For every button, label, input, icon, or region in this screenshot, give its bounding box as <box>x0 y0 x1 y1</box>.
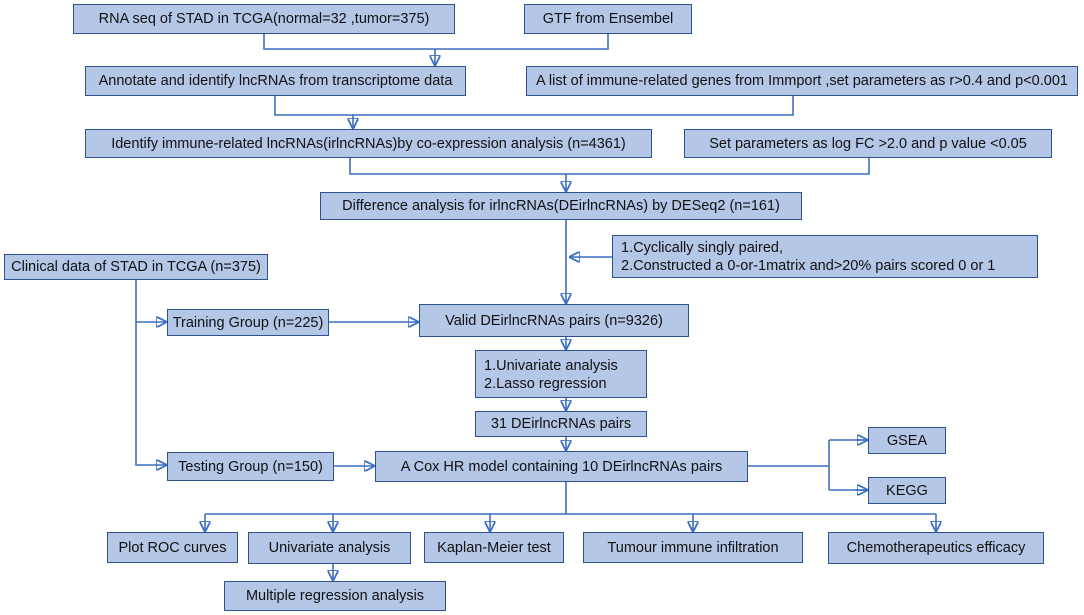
node-chemo: Chemotherapeutics efficacy <box>828 532 1044 564</box>
node-clinical: Clinical data of STAD in TCGA (n=375) <box>4 254 268 280</box>
node-univariate-lasso: 1.Univariate analysis 2.Lasso regression <box>475 350 647 398</box>
connector-clinical-trunk <box>135 278 166 465</box>
node-roc: Plot ROC curves <box>107 532 238 563</box>
node-rna-seq: RNA seq of STAD in TCGA(normal=32 ,tumor… <box>73 4 455 34</box>
node-set-params: Set parameters as log FC >2.0 and p valu… <box>684 129 1052 158</box>
node-immune-genes: A list of immune-related genes from Immp… <box>526 66 1078 96</box>
pairing-line-1: 1.Cyclically singly paired, <box>621 240 783 256</box>
univariate-lasso-line-2: 2.Lasso regression <box>484 376 607 392</box>
connector-annotate-merge <box>274 96 794 116</box>
connector-cox-to-enrichment <box>748 439 864 491</box>
node-gtf: GTF from Ensembel <box>524 4 692 34</box>
node-gsea: GSEA <box>868 427 946 454</box>
node-valid-pairs: Valid DEirlncRNAs pairs (n=9326) <box>419 304 689 337</box>
connector-inputs-to-annotate <box>263 33 609 65</box>
node-univariate: Univariate analysis <box>248 532 411 564</box>
node-cox: A Cox HR model containing 10 DEirlncRNAs… <box>375 451 748 482</box>
node-difference: Difference analysis for irlncRNAs(DEirln… <box>320 192 802 220</box>
node-pairing: 1.Cyclically singly paired, 2.Constructe… <box>612 235 1038 278</box>
node-annotate: Annotate and identify lncRNAs from trans… <box>85 66 466 96</box>
node-tumour: Tumour immune infiltration <box>583 532 803 563</box>
node-multiple: Multiple regression analysis <box>224 581 446 611</box>
node-kegg: KEGG <box>868 477 946 504</box>
node-identify-irlnc: Identify immune-related lncRNAs(irlncRNA… <box>85 129 652 158</box>
node-pairs31: 31 DEirlncRNAs pairs <box>475 411 647 437</box>
node-training: Training Group (n=225) <box>167 309 329 336</box>
connector-cox-to-outputs <box>205 481 936 515</box>
node-testing: Testing Group (n=150) <box>167 452 334 481</box>
pairing-line-2: 2.Constructed a 0-or-1matrix and>20% pai… <box>621 258 996 274</box>
node-km: Kaplan-Meier test <box>424 532 564 563</box>
connector-identify-merge <box>349 157 870 175</box>
univariate-lasso-line-1: 1.Univariate analysis <box>484 358 618 374</box>
